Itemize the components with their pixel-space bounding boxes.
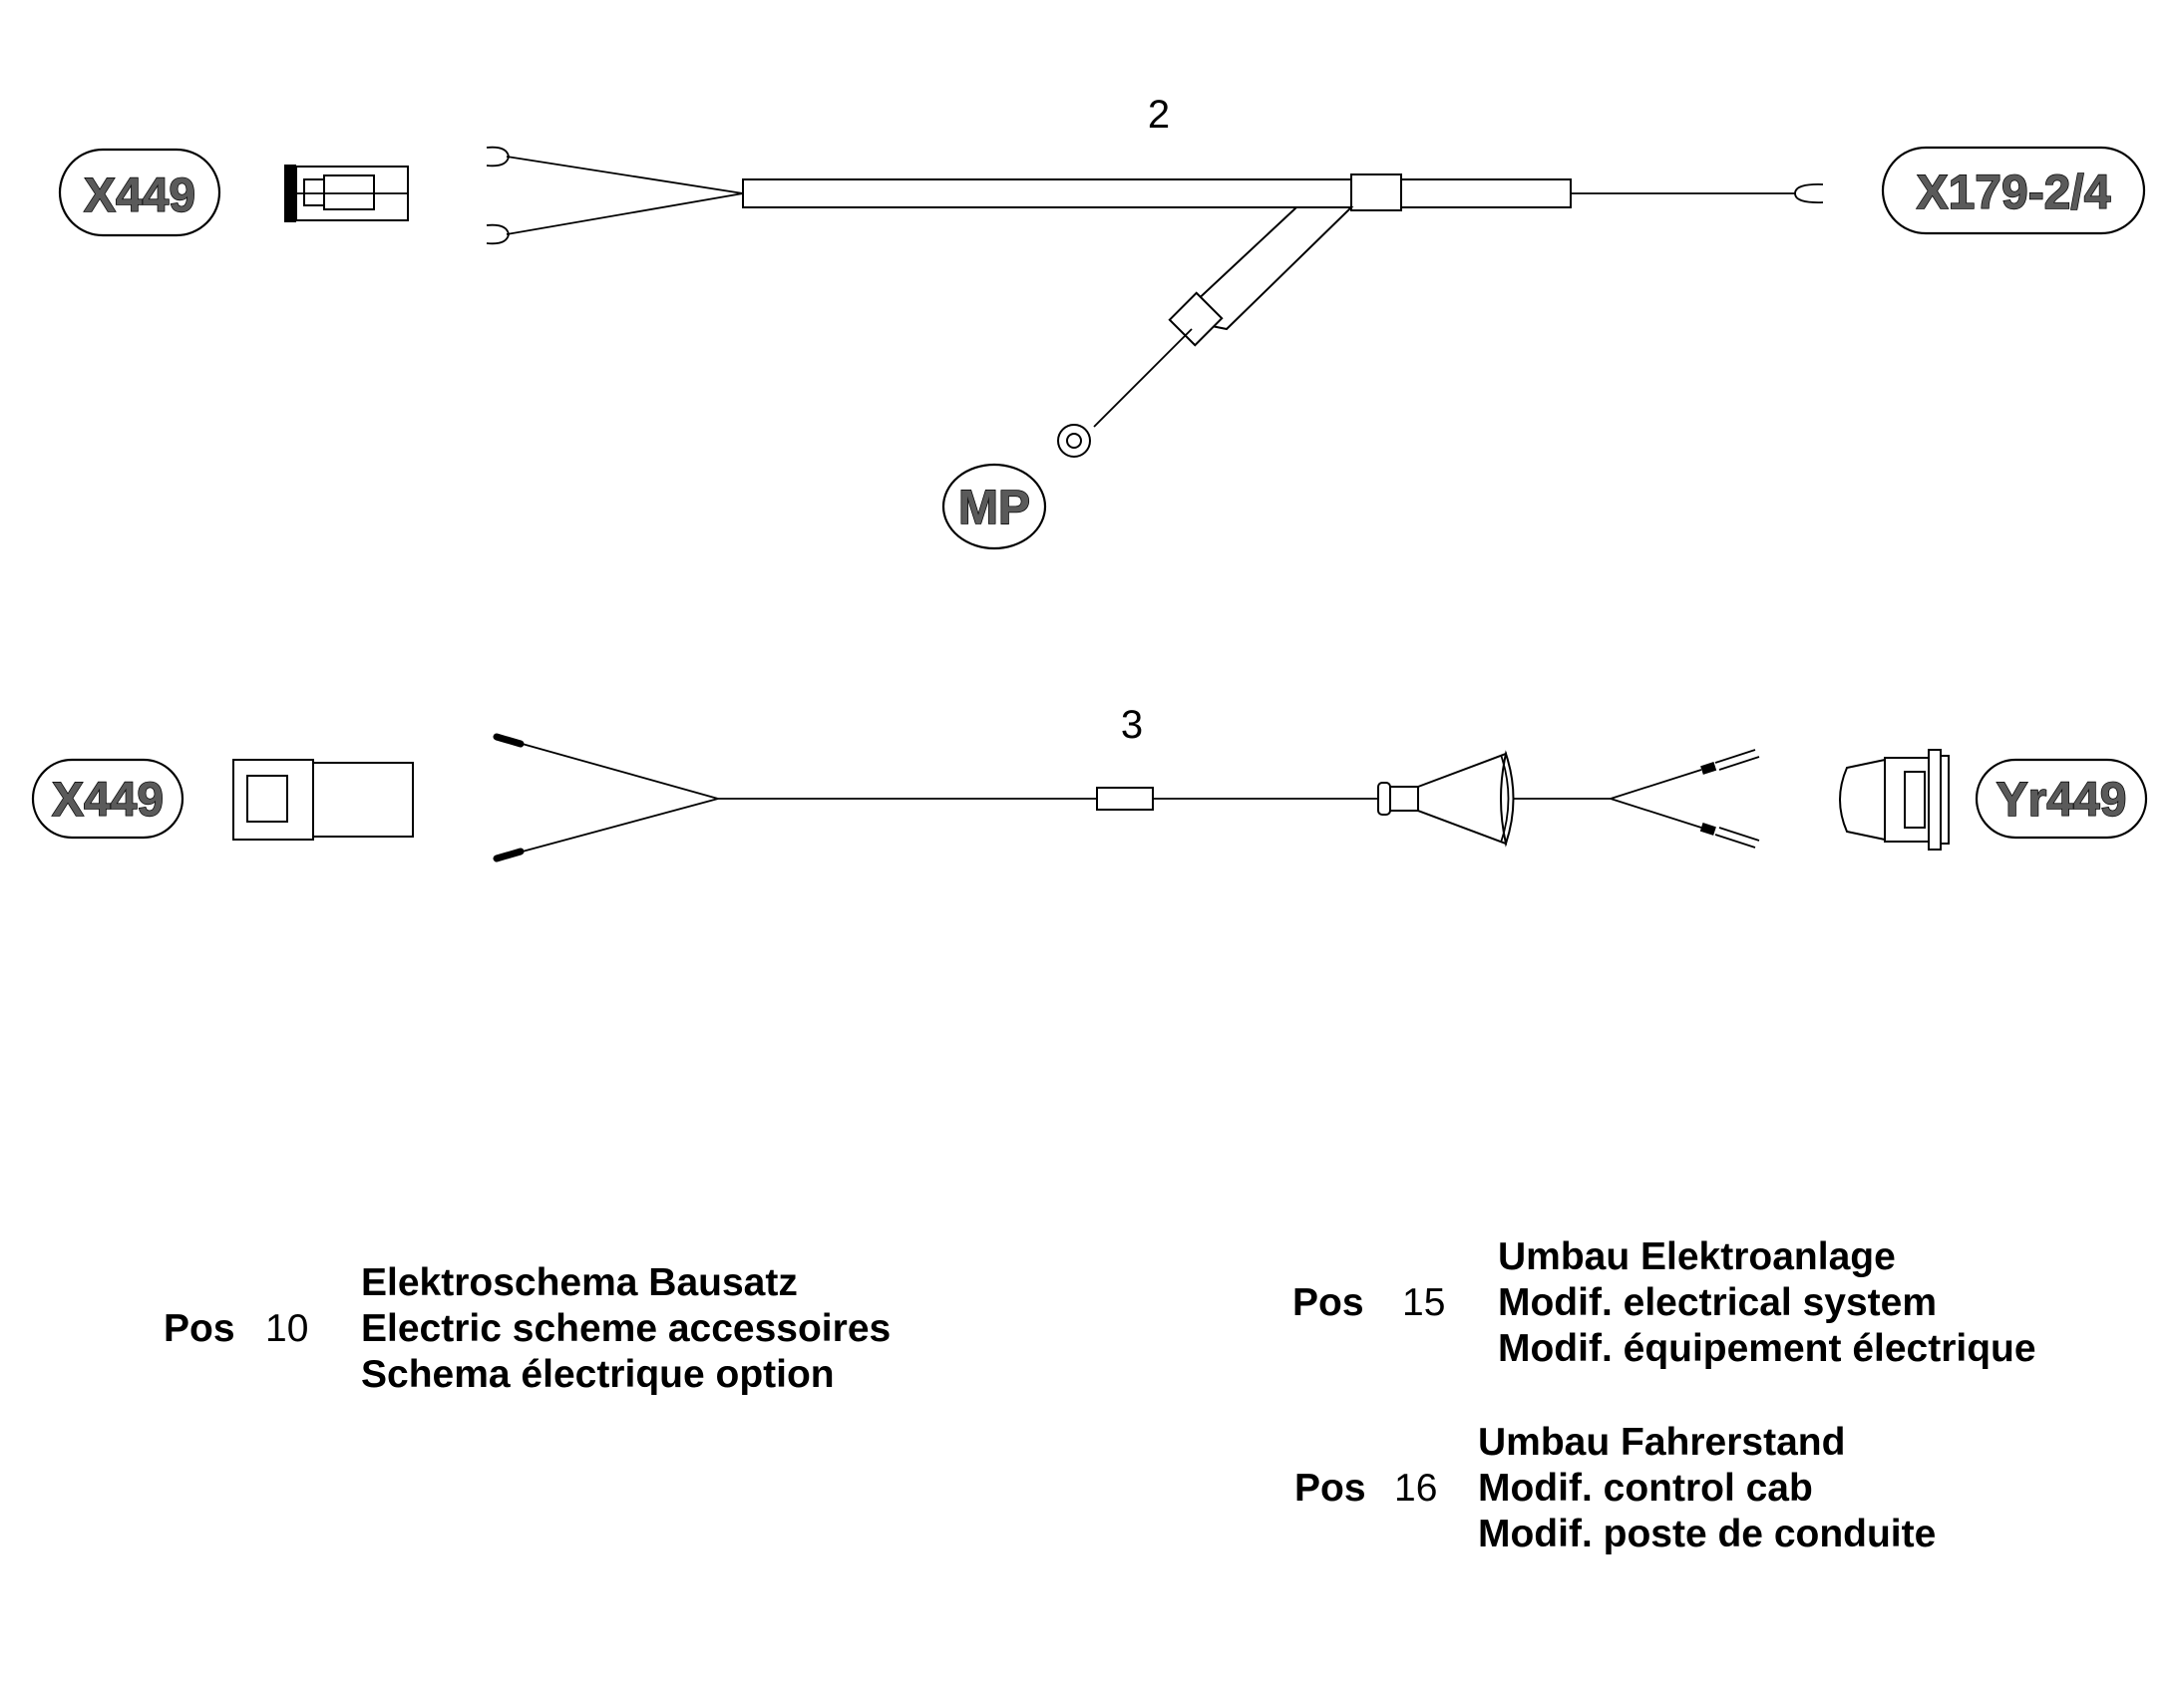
legend-pos-10-lines: Elektroschema Bausatz Electric scheme ac…: [361, 1260, 891, 1398]
rubber-grommet: [1377, 750, 1515, 848]
legend-pos-10-line-en: Electric scheme accessoires: [361, 1307, 892, 1350]
connector-badge-x449-top: X449: [58, 148, 221, 237]
cable-2-number: 2: [1148, 93, 1170, 137]
badge-label-yr449: Yr449: [1997, 774, 2127, 827]
badge-label-x179: X179-2/4: [1917, 167, 2111, 219]
legend-pos-10-number: 10: [265, 1307, 309, 1350]
legend-pos-16-lines: Umbau Fahrerstand Modif. control cab Mod…: [1478, 1420, 1936, 1557]
legend-pos-10-label: Pos: [164, 1307, 235, 1350]
badge-label-x449-top: X449: [84, 170, 195, 222]
connector-housing-yr449: [1839, 749, 1950, 851]
badge-label-mp: MP: [958, 482, 1030, 534]
split-wires-top-left: [486, 146, 744, 245]
connector-badge-yr449: Yr449: [1975, 758, 2148, 840]
badge-label-x449-bottom: X449: [52, 774, 164, 827]
connector-badge-mp: MP: [941, 463, 1047, 550]
legend-pos-16-line-fr: Modif. poste de conduite: [1478, 1513, 1937, 1555]
cable-2-assembly: 2 X449: [58, 93, 2146, 550]
connector-plug-x449-top: [284, 165, 409, 222]
connector-badge-x449-bottom: X449: [31, 758, 184, 840]
legend-pos-15-number: 15: [1402, 1281, 1446, 1324]
legend-pos-15-line-de: Umbau Elektroanlage: [1498, 1235, 1896, 1278]
legend-pos-16-line-de: Umbau Fahrerstand: [1478, 1421, 1846, 1464]
connector-housing-x449-bottom: [232, 759, 414, 841]
inline-fuse: [1096, 787, 1154, 811]
legend-pos-16-line-en: Modif. control cab: [1478, 1467, 1813, 1510]
legend-pos-16-number: 16: [1394, 1467, 1438, 1510]
ring-terminal-mp: [1057, 424, 1091, 458]
cable-2-sheath: [742, 173, 1572, 428]
legend-pos-10-line-fr: Schema électrique option: [361, 1353, 835, 1396]
split-wires-bottom-right: [1610, 749, 1760, 849]
split-wires-bottom-left: [493, 733, 719, 862]
connector-badge-x179: X179-2/4: [1881, 146, 2146, 235]
cable-3-number: 3: [1121, 703, 1143, 747]
legend-pos-10-line-de: Elektroschema Bausatz: [361, 1261, 798, 1304]
wire-to-x179: [1571, 183, 1824, 203]
legend-pos-16-label: Pos: [1294, 1467, 1366, 1510]
legend-pos-15-line-fr: Modif. équipement électrique: [1498, 1327, 2036, 1370]
cable-3-assembly: 3 X449: [31, 703, 2148, 862]
legend-pos-15-label: Pos: [1292, 1281, 1364, 1324]
legend-pos-15-line-en: Modif. electrical system: [1498, 1281, 1938, 1324]
legend-pos-15-lines: Umbau Elektroanlage Modif. electrical sy…: [1498, 1234, 2036, 1372]
